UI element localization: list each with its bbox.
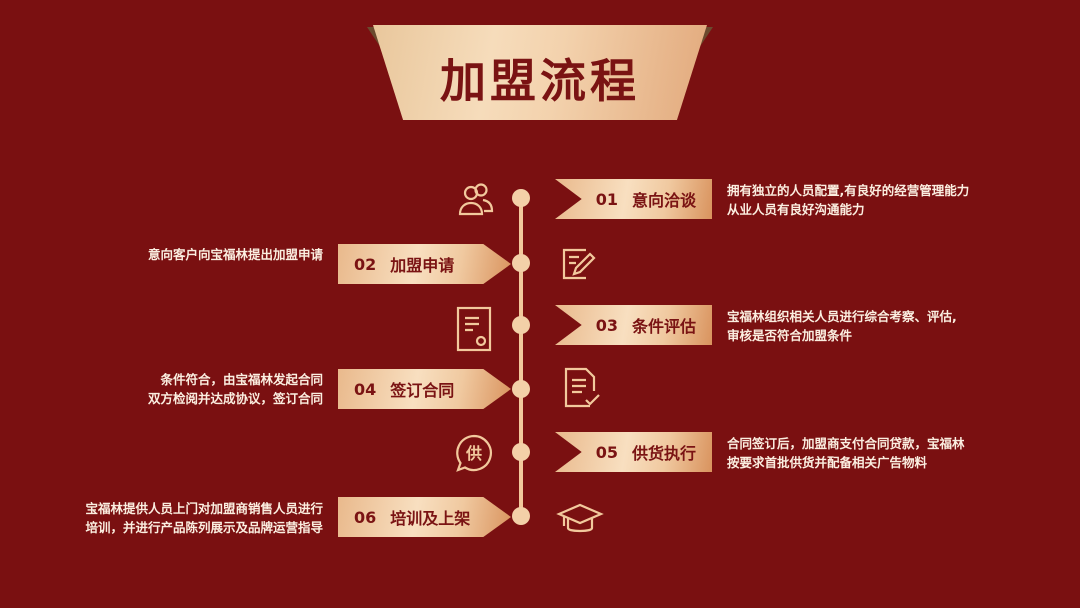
desc-line: 宝福林提供人员上门对加盟商销售人员进行	[85, 501, 323, 516]
step-label: 意向洽谈	[631, 191, 696, 210]
desc-line: 双方检阅并达成协议，签订合同	[147, 391, 323, 406]
edit-document-icon	[558, 244, 598, 284]
step-tag-01: 01 意向洽谈	[555, 179, 712, 219]
step-tag-06: 06 培训及上架	[338, 497, 511, 537]
step-label: 加盟申请	[390, 256, 455, 275]
step-desc-04: 条件符合，由宝福林发起合同 双方检阅并达成协议，签订合同	[148, 370, 323, 408]
desc-line: 从业人员有良好沟通能力	[727, 202, 865, 217]
contract-check-icon	[562, 366, 602, 410]
step-label: 条件评估	[631, 317, 696, 336]
step-tag-04: 04 签订合同	[338, 369, 511, 409]
page-title: 加盟流程	[440, 54, 640, 108]
timeline-node-1	[512, 189, 530, 207]
step-tag-02: 02 加盟申请	[338, 244, 511, 284]
step-number: 05	[595, 442, 618, 462]
step-tag-03: 03 条件评估	[555, 305, 712, 345]
desc-line: 宝福林组织相关人员进行综合考察、评估,	[727, 309, 957, 324]
desc-line: 按要求首批供货并配备相关广告物料	[727, 455, 928, 470]
step-label: 供货执行	[631, 444, 696, 463]
banner-plate	[373, 25, 707, 120]
step-number: 02	[354, 254, 377, 274]
step-desc-02: 意向客户向宝福林提出加盟申请	[148, 245, 323, 264]
graduation-cap-icon	[556, 500, 604, 540]
step-number: 03	[595, 315, 618, 335]
desc-line: 意向客户向宝福林提出加盟申请	[147, 247, 323, 262]
desc-line: 培训，并进行产品陈列展示及品牌运营指导	[85, 520, 323, 535]
step-tag-05: 05 供货执行	[555, 432, 712, 472]
step-number: 01	[595, 189, 618, 209]
desc-line: 合同签订后，加盟商支付合同贷款，宝福林	[727, 436, 965, 451]
timeline-node-5	[512, 443, 530, 461]
desc-line: 拥有独立的人员配置,有良好的经营管理能力	[727, 183, 970, 198]
desc-line: 审核是否符合加盟条件	[727, 328, 853, 343]
title-banner: 加盟流程	[365, 25, 715, 120]
timeline-node-4	[512, 380, 530, 398]
step-label: 签订合同	[390, 381, 455, 400]
step-desc-03: 宝福林组织相关人员进行综合考察、评估, 审核是否符合加盟条件	[727, 307, 957, 345]
step-desc-01: 拥有独立的人员配置,有良好的经营管理能力 从业人员有良好沟通能力	[727, 181, 969, 219]
svg-text:供: 供	[465, 444, 482, 463]
timeline-line	[519, 198, 523, 516]
supply-chat-icon: 供	[454, 433, 494, 473]
step-number: 06	[354, 507, 377, 527]
step-number: 04	[354, 379, 377, 399]
certificate-icon	[454, 306, 494, 352]
timeline-node-6	[512, 507, 530, 525]
desc-line: 条件符合，由宝福林发起合同	[160, 372, 323, 387]
timeline-node-2	[512, 254, 530, 272]
timeline-node-3	[512, 316, 530, 334]
step-desc-06: 宝福林提供人员上门对加盟商销售人员进行 培训，并进行产品陈列展示及品牌运营指导	[85, 499, 323, 537]
step-label: 培训及上架	[390, 509, 471, 528]
users-icon	[456, 180, 496, 220]
step-desc-05: 合同签订后，加盟商支付合同贷款，宝福林 按要求首批供货并配备相关广告物料	[727, 434, 965, 472]
